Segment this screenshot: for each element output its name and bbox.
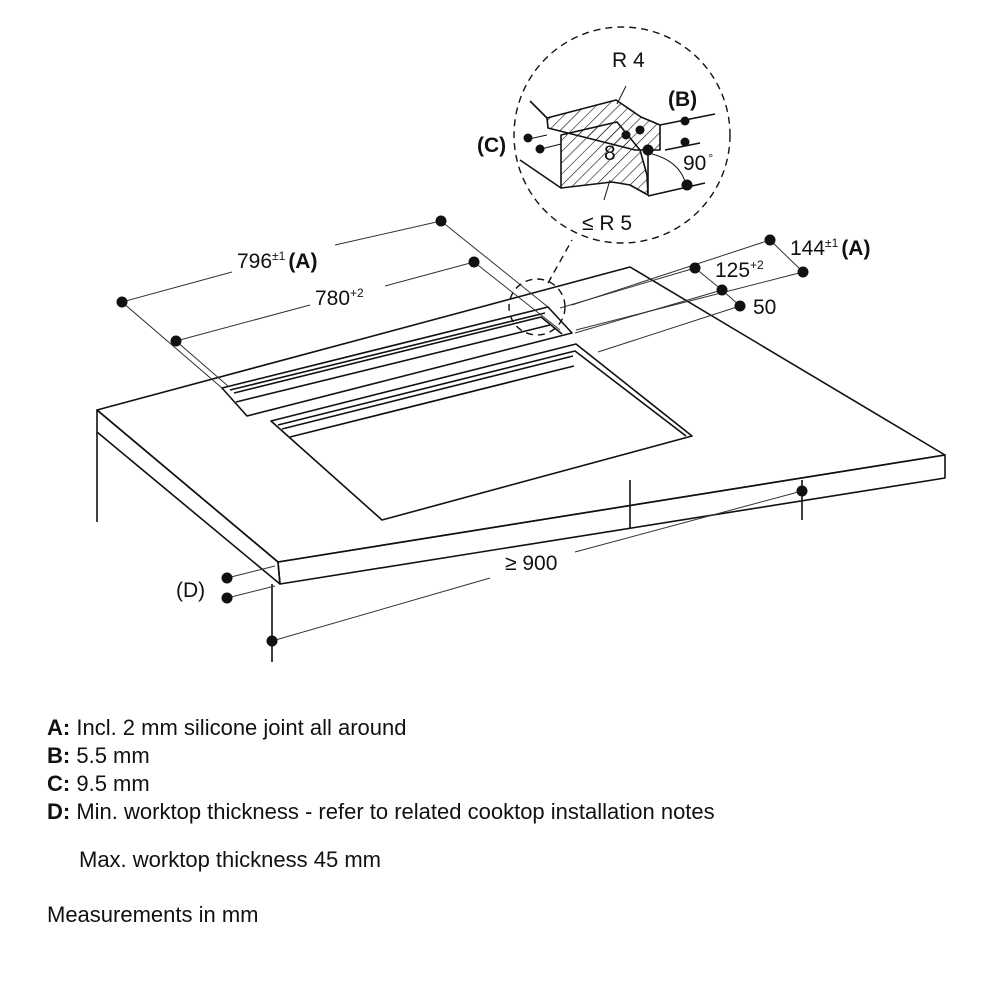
dimension-dots bbox=[116, 116, 809, 647]
detail-c-label: (C) bbox=[477, 134, 506, 157]
ref-d-label: (D) bbox=[176, 579, 205, 602]
dimension-lines bbox=[121, 220, 804, 642]
dim-900-label: ≥ 900 bbox=[505, 552, 557, 575]
dim-144-label: 144±1(A) bbox=[790, 236, 870, 260]
edge-profile-detail bbox=[519, 85, 716, 201]
detail-circle bbox=[513, 26, 731, 244]
note-a: A: Incl. 2 mm silicone joint all around bbox=[47, 715, 407, 740]
dim-780-label: 780+2 bbox=[315, 286, 364, 310]
units-note: Measurements in mm bbox=[47, 902, 259, 927]
detail-b-label: (B) bbox=[668, 88, 697, 111]
detail-8-label: 8 bbox=[604, 142, 616, 165]
note-d: D: Min. worktop thickness - refer to rel… bbox=[47, 799, 715, 824]
note-b: B: 5.5 mm bbox=[47, 743, 150, 768]
detail-r5-label: ≤ R 5 bbox=[582, 212, 632, 235]
worktop bbox=[96, 266, 946, 662]
dim-125-label: 125+2 bbox=[715, 258, 764, 282]
cooktop-cutout bbox=[270, 343, 693, 521]
detail-angle-label: 90° bbox=[683, 151, 713, 175]
notes: A: Incl. 2 mm silicone joint all around … bbox=[47, 714, 715, 929]
note-c: C: 9.5 mm bbox=[47, 771, 150, 796]
dim-50-label: 50 bbox=[753, 296, 776, 319]
max-thickness-note: Max. worktop thickness 45 mm bbox=[79, 847, 381, 872]
detail-marker-circle bbox=[508, 278, 566, 336]
detail-r4-label: R 4 bbox=[612, 49, 645, 72]
dim-796-label: 796±1(A) bbox=[237, 249, 317, 273]
